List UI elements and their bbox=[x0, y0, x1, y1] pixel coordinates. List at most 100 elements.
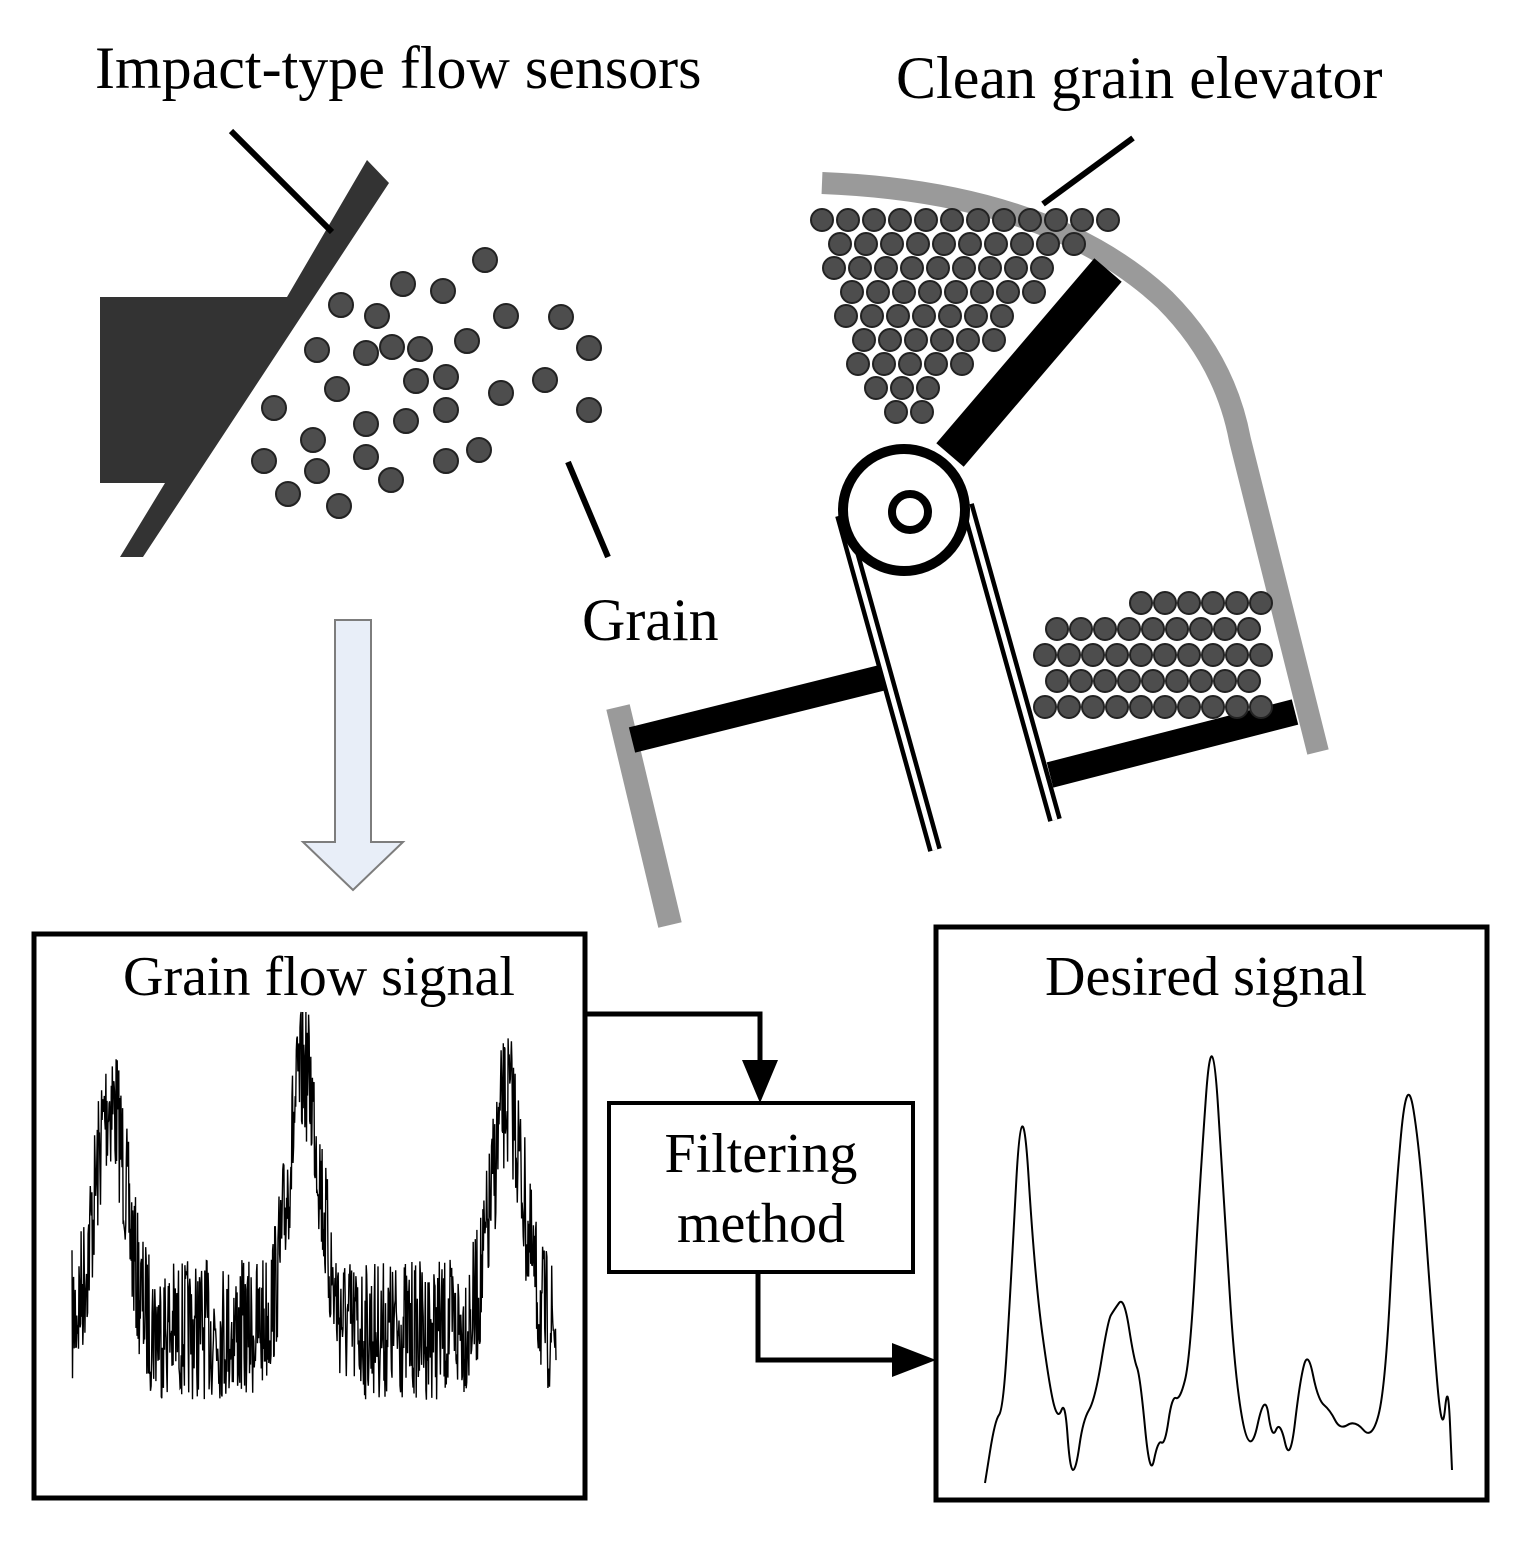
grain-particle bbox=[1177, 643, 1201, 667]
grain-particle bbox=[940, 208, 964, 232]
grain-particle bbox=[576, 397, 602, 423]
grain-particle bbox=[466, 437, 492, 463]
grain-particle bbox=[353, 444, 379, 470]
grain-particle bbox=[472, 247, 498, 273]
grain-particle bbox=[984, 232, 1008, 256]
grain-particle bbox=[1036, 232, 1060, 256]
grain-particle bbox=[1045, 617, 1069, 641]
grain-particle bbox=[926, 256, 950, 280]
grain-particle bbox=[433, 364, 459, 390]
grain-particle bbox=[982, 328, 1006, 352]
grain-particle bbox=[379, 334, 405, 360]
grain-particle bbox=[1165, 669, 1189, 693]
grain-particle bbox=[353, 340, 379, 366]
grain-particle bbox=[454, 328, 480, 354]
grain-particle bbox=[1213, 669, 1237, 693]
grain-particle bbox=[964, 304, 988, 328]
paddle-upper bbox=[936, 258, 1122, 467]
grain-particle bbox=[407, 336, 433, 362]
grain-particle bbox=[834, 304, 858, 328]
grain-particle bbox=[810, 208, 834, 232]
grain-particle bbox=[251, 448, 277, 474]
grain-particle bbox=[1249, 591, 1273, 615]
grain-particle bbox=[840, 280, 864, 304]
grain-particle bbox=[1044, 208, 1068, 232]
grain-flow-signal-title: Grain flow signal bbox=[123, 946, 515, 1008]
grain-particle bbox=[958, 232, 982, 256]
grain-particle bbox=[1057, 695, 1081, 719]
grain-particle bbox=[938, 304, 962, 328]
paddle-lower-left bbox=[628, 664, 889, 753]
impact-sensor-plate bbox=[100, 160, 389, 557]
grain-particle bbox=[944, 280, 968, 304]
grain-particle bbox=[1117, 617, 1141, 641]
grain-particle bbox=[900, 256, 924, 280]
arrowhead-into-filter bbox=[742, 1060, 778, 1103]
elevator-grain-pile-upper bbox=[810, 208, 1120, 424]
grain-particle bbox=[1225, 643, 1249, 667]
grain-particle bbox=[403, 368, 429, 394]
grain-particle bbox=[904, 328, 928, 352]
grain-particle bbox=[1141, 669, 1165, 693]
paddle-lower-right bbox=[1046, 699, 1299, 788]
arrowhead-into-desired bbox=[892, 1343, 936, 1377]
grain-particle bbox=[1189, 617, 1213, 641]
filtering-label-line2: method bbox=[677, 1193, 845, 1255]
grain-particle bbox=[1022, 280, 1046, 304]
grain-particle bbox=[898, 352, 922, 376]
grain-particle bbox=[1153, 695, 1177, 719]
grain-particle bbox=[932, 232, 956, 256]
grain-particle bbox=[912, 304, 936, 328]
grain-particle bbox=[1062, 232, 1086, 256]
grain-particle bbox=[1069, 669, 1093, 693]
impact-sensor-group: Impact-type flow sensors Grain bbox=[95, 35, 719, 653]
grain-particle bbox=[1069, 617, 1093, 641]
grain-particle bbox=[1165, 617, 1189, 641]
grain-particle bbox=[872, 352, 896, 376]
grain-particle bbox=[393, 408, 419, 434]
grain-particle bbox=[890, 376, 914, 400]
grain-particle bbox=[1096, 208, 1120, 232]
elevator-housing bbox=[821, 172, 1329, 755]
grain-particle bbox=[1129, 591, 1153, 615]
grain-particle bbox=[970, 280, 994, 304]
grain-particle bbox=[304, 458, 330, 484]
elevator-side-wall bbox=[606, 704, 682, 928]
sprocket-hub bbox=[888, 490, 932, 534]
noisy-signal-waveform bbox=[71, 1011, 557, 1400]
grain-particle bbox=[978, 256, 1002, 280]
grain-particle bbox=[1045, 669, 1069, 693]
grain-particle bbox=[1105, 643, 1129, 667]
grain-particle bbox=[886, 304, 910, 328]
grain-particle bbox=[892, 280, 916, 304]
desired-signal-title: Desired signal bbox=[1045, 946, 1367, 1008]
grain-particle bbox=[1033, 695, 1057, 719]
grain-particle bbox=[910, 400, 934, 424]
grain-particle bbox=[1010, 232, 1034, 256]
grain-particle bbox=[1249, 695, 1273, 719]
grain-particle bbox=[532, 367, 558, 393]
grain-particle bbox=[1237, 617, 1261, 641]
grain-particle bbox=[966, 208, 990, 232]
grain-particle bbox=[1201, 591, 1225, 615]
grain-particle bbox=[1141, 617, 1165, 641]
grain-particle bbox=[493, 303, 519, 329]
grain-particle bbox=[828, 232, 852, 256]
grain-particle bbox=[548, 304, 574, 330]
grain-particle bbox=[924, 352, 948, 376]
grain-particle bbox=[992, 208, 1016, 232]
grain-particle bbox=[1129, 643, 1153, 667]
grain-particle bbox=[836, 208, 860, 232]
grain-particle bbox=[1201, 695, 1225, 719]
grain-particle bbox=[888, 208, 912, 232]
grain-particle bbox=[328, 292, 354, 318]
grain-particle bbox=[1237, 669, 1261, 693]
grain-particle bbox=[378, 467, 404, 493]
grain-particle bbox=[1030, 256, 1054, 280]
grain-particle bbox=[914, 208, 938, 232]
filtering-method-block: Filtering method bbox=[607, 1101, 915, 1274]
grain-particle bbox=[1225, 591, 1249, 615]
grain-particle bbox=[990, 304, 1014, 328]
grain-particle bbox=[1057, 643, 1081, 667]
grain-particle bbox=[864, 376, 888, 400]
